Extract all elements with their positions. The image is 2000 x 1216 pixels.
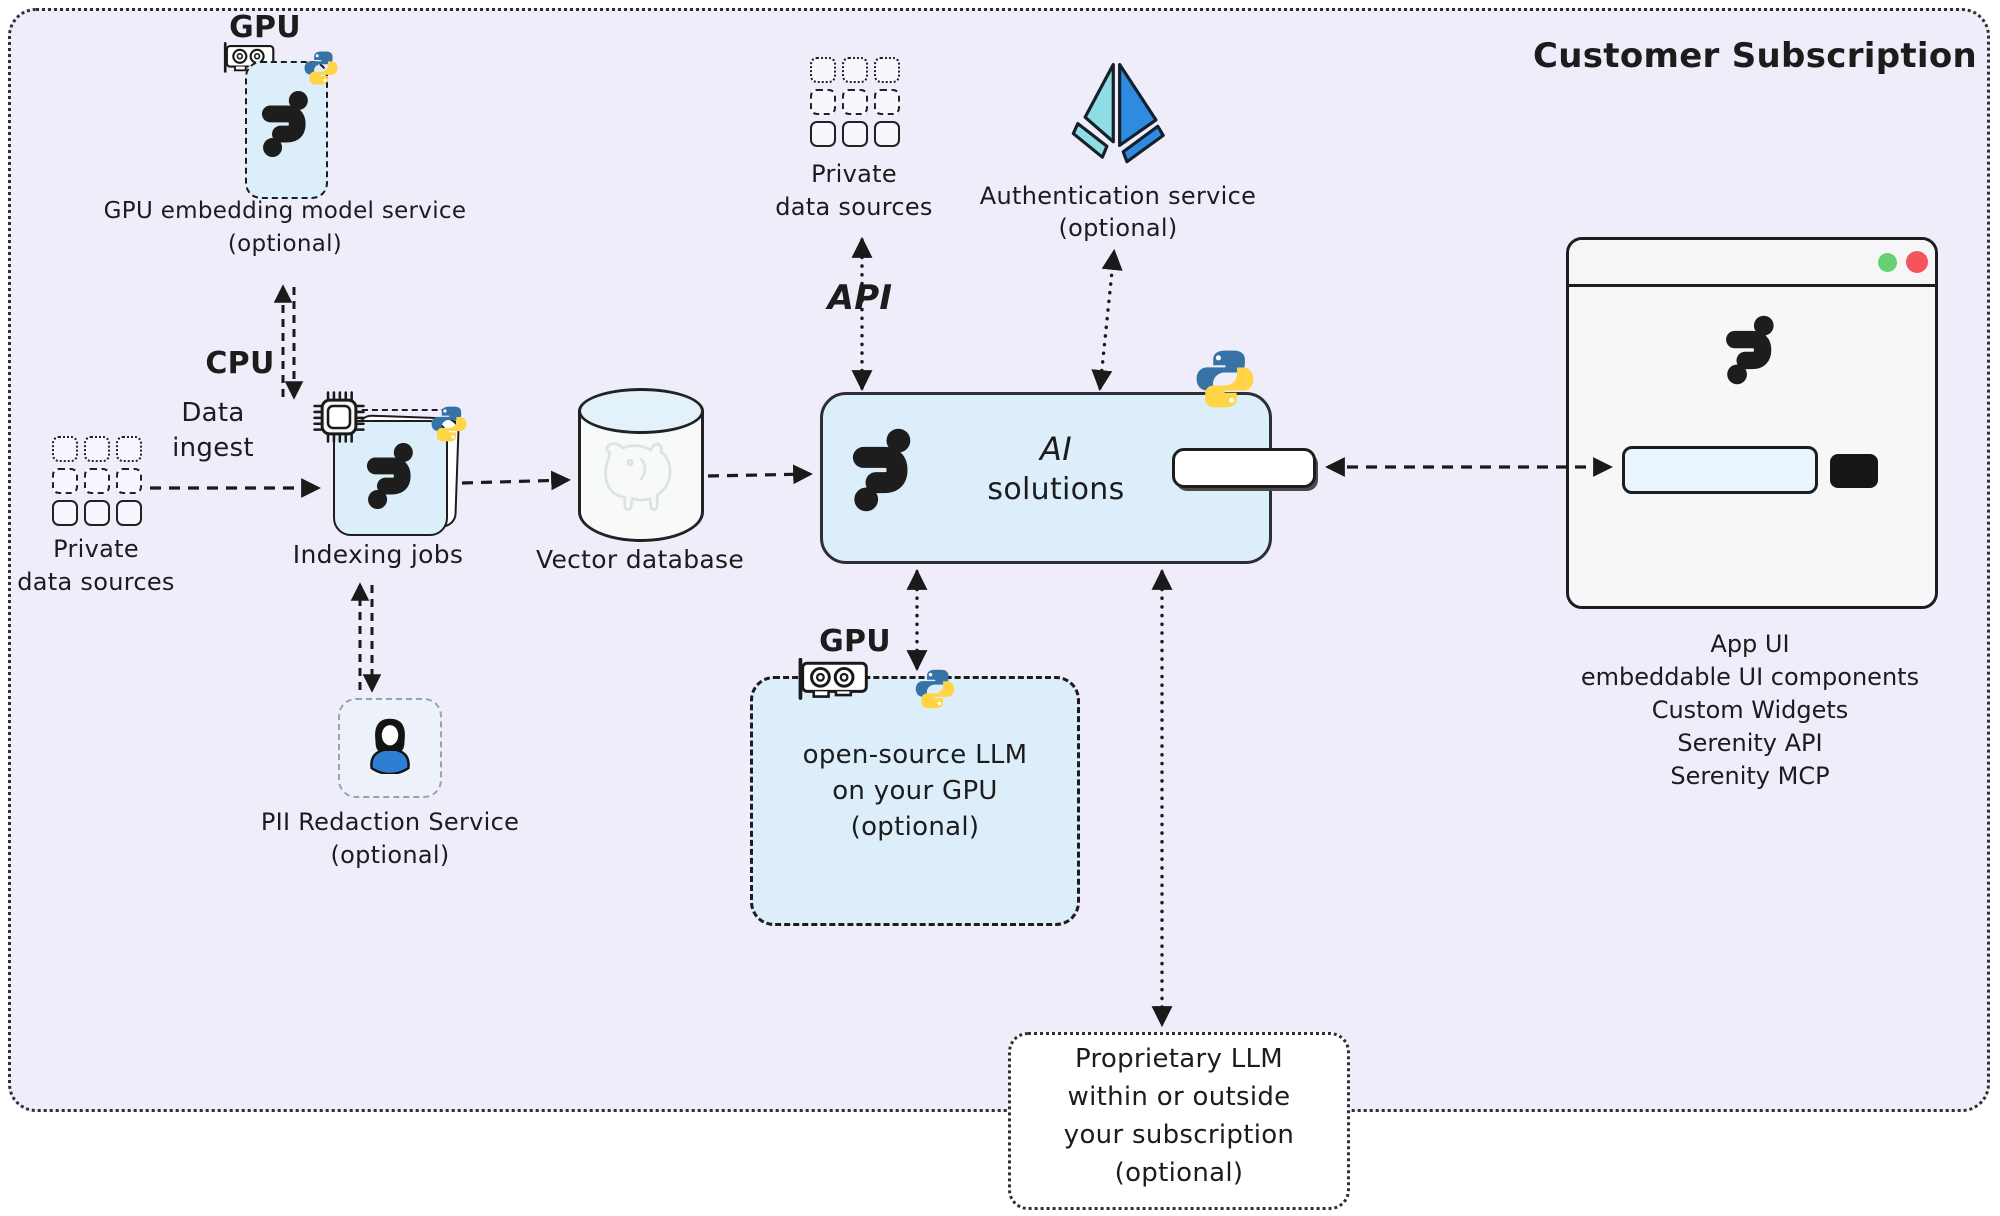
app-window [1566, 237, 1938, 609]
app-chat-input [1622, 446, 1818, 494]
python-icon [1196, 350, 1254, 408]
private-data-sources-top-grid [810, 57, 900, 147]
data-source-cell [874, 121, 900, 147]
data-source-cell [810, 57, 836, 83]
app-ui-caption-line: embeddable UI components [1580, 663, 1920, 691]
app-ui-caption-line: App UI [1710, 630, 1790, 658]
app-ui-caption-line: Serenity MCP [1670, 762, 1830, 790]
postgres-elephant-icon [604, 442, 672, 511]
data-source-cell [842, 89, 868, 115]
vector-database-caption: Vector database [535, 545, 744, 574]
data-source-cell [52, 436, 78, 462]
data-ingest-label-line1: Data [181, 398, 245, 428]
auth-prism-icon [1071, 62, 1165, 164]
data-source-cell [116, 436, 142, 462]
ai-solutions-label-line2: solutions [987, 472, 1125, 507]
pii-caption-line1: PII Redaction Service [260, 808, 520, 836]
proprietary-llm-line3: your subscription [1063, 1120, 1295, 1150]
data-source-cell [842, 57, 868, 83]
indexing-jobs-caption: Indexing jobs [292, 540, 464, 569]
serenity-logo-icon [366, 442, 413, 510]
traffic-light-green-icon [1878, 253, 1897, 272]
data-source-cell [874, 57, 900, 83]
proprietary-llm-line1: Proprietary LLM [1074, 1044, 1284, 1074]
proprietary-llm-line2: within or outside [1067, 1082, 1291, 1112]
vector-db-cylinder-top [578, 388, 704, 434]
data-source-cell [842, 121, 868, 147]
gpu-embedding-caption-line2: (optional) [227, 231, 343, 257]
proprietary-llm-line4: (optional) [1114, 1158, 1244, 1188]
serenity-logo-icon [1726, 315, 1774, 385]
auth-caption-line1: Authentication service [979, 182, 1257, 210]
traffic-light-red-icon [1906, 251, 1928, 273]
cpu-chip-icon [313, 391, 365, 443]
diagram-title: Customer Subscription [1532, 36, 1978, 76]
gpu-embedding-hardware-label: GPU [229, 10, 301, 45]
gpu-embedding-caption-line1: GPU embedding model service [103, 198, 467, 224]
serenity-logo-icon [261, 90, 308, 158]
app-ui-caption-line: Custom Widgets [1651, 696, 1849, 724]
open-llm-hardware-label: GPU [819, 624, 891, 659]
open-llm-line2: on your GPU [832, 776, 998, 806]
open-source-llm-box [750, 676, 1080, 926]
data-source-cell [116, 468, 142, 494]
ai-connector-pill [1172, 448, 1316, 488]
serenity-logo-icon [852, 428, 911, 512]
data-source-cell [116, 500, 142, 526]
private-data-left-caption-line1: Private [53, 535, 139, 563]
proprietary-llm-box [1008, 1032, 1350, 1210]
data-source-cell [84, 500, 110, 526]
data-source-cell [874, 89, 900, 115]
private-data-left-caption-line2: data sources [17, 568, 175, 596]
data-source-cell [52, 500, 78, 526]
auth-caption-line2: (optional) [1058, 214, 1178, 242]
private-data-top-caption-line1: Private [811, 160, 897, 188]
data-source-cell [52, 468, 78, 494]
python-icon [915, 669, 955, 709]
open-llm-line3: (optional) [850, 812, 980, 842]
app-send-button [1830, 454, 1878, 488]
data-ingest-label-line2: ingest [172, 433, 254, 463]
open-llm-line1: open-source LLM [802, 740, 1028, 770]
data-source-cell [810, 121, 836, 147]
app-ui-caption-line: Serenity API [1677, 729, 1823, 757]
ai-solutions-label-line1: AI [1040, 430, 1072, 468]
data-source-cell [84, 468, 110, 494]
api-edge-label: API [827, 278, 893, 318]
pii-caption-line2: (optional) [330, 841, 450, 869]
python-icon [304, 51, 338, 85]
person-icon [370, 718, 410, 774]
gpu-card-icon [798, 658, 868, 700]
app-ui-caption: App UI embeddable UI components Custom W… [1545, 628, 1955, 793]
private-data-sources-left-grid [52, 436, 142, 526]
data-source-cell [84, 436, 110, 462]
indexing-hardware-label: CPU [205, 346, 275, 381]
gpu-card-icon [223, 42, 275, 73]
private-data-top-caption-line2: data sources [775, 193, 933, 221]
python-icon [431, 406, 467, 442]
app-window-titlebar [1569, 240, 1935, 287]
data-source-cell [810, 89, 836, 115]
